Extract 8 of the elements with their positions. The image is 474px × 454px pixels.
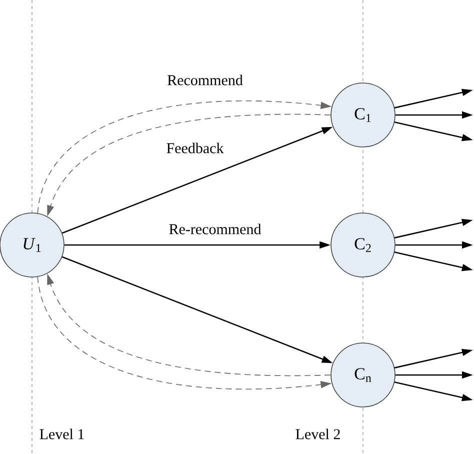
level-label: Level 1: [40, 428, 84, 440]
edge-label: Feedback: [165, 142, 225, 154]
circle-node: C$_{1}$: [330, 82, 396, 148]
edge-label: Recommend: [166, 74, 244, 86]
level-label: Level 2: [296, 428, 340, 440]
edge-label: Re-recommend: [168, 222, 262, 236]
circle-node: C$_{n}$: [330, 342, 396, 408]
circle-node: C$_{2}$: [330, 212, 396, 278]
